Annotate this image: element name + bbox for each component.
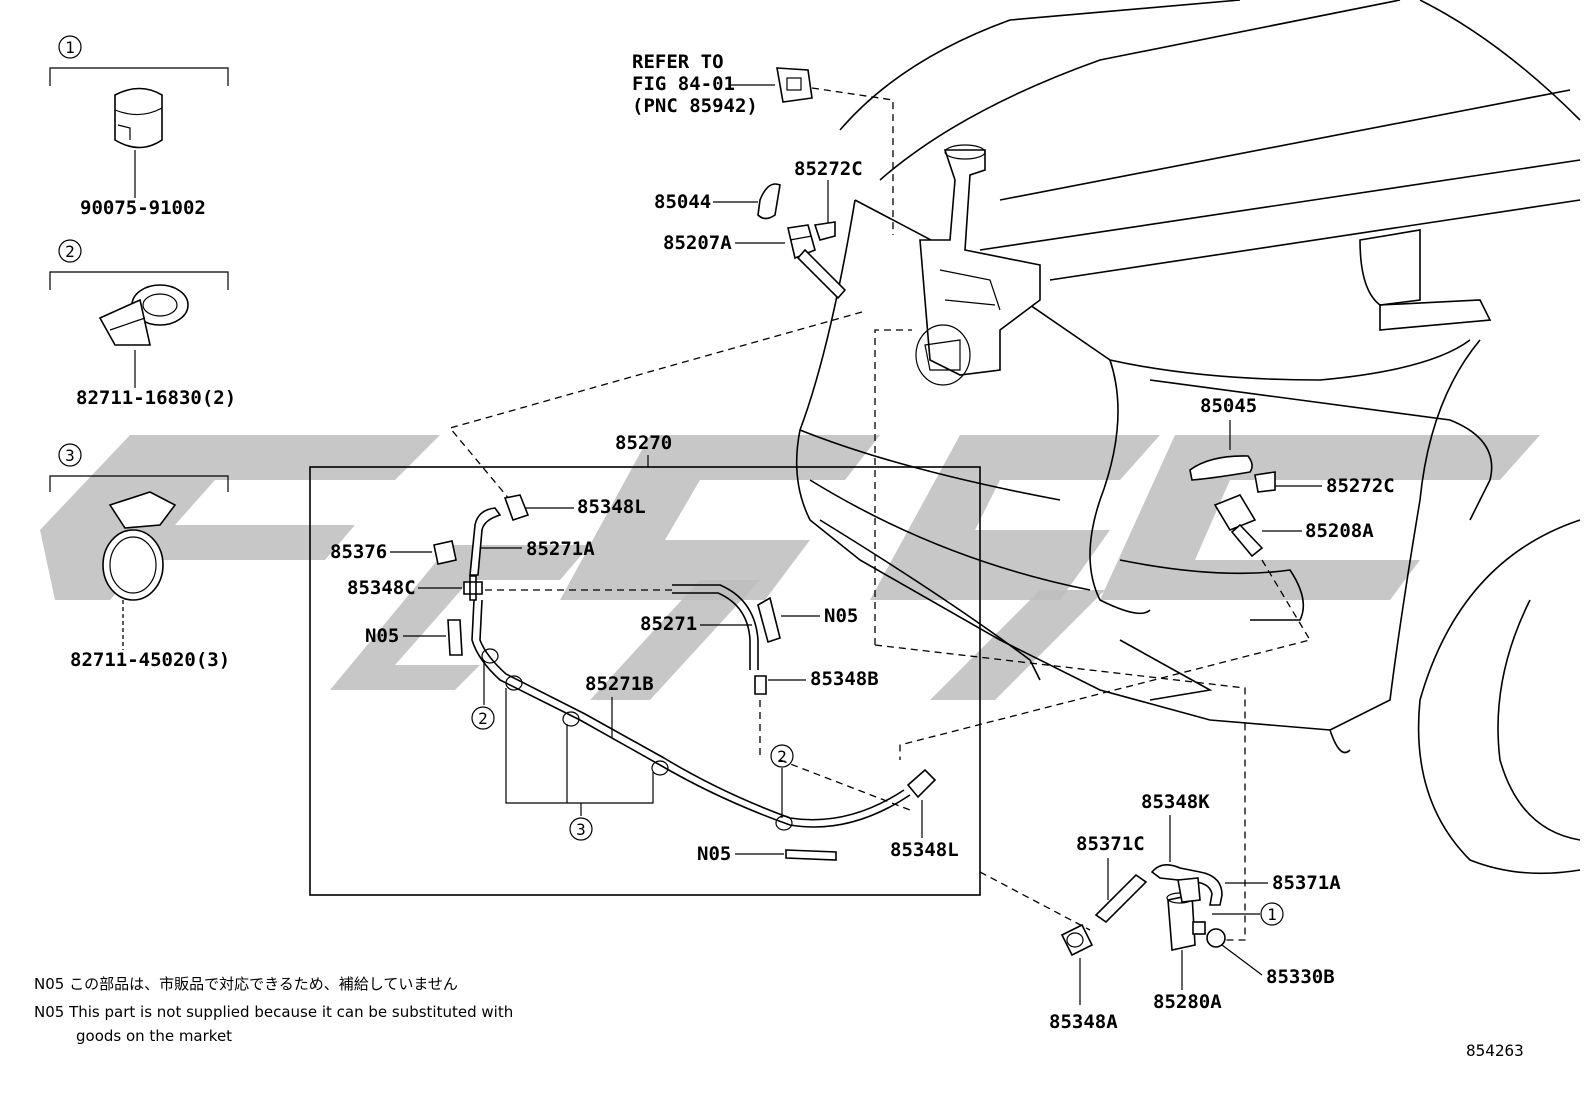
refer-note: REFER TO FIG 84-01 (PNC 85942) (632, 51, 813, 117)
refer-line-1: REFER TO (632, 51, 724, 73)
hose-icon-85271 (672, 584, 759, 670)
upper-nozzle-parts: 85044 85272C 85207A (654, 158, 863, 300)
footnotes: N05 この部品は、市販品で対応できるため、補給していません N05 This … (34, 975, 513, 1045)
joint-icon-85348a (1060, 923, 1094, 957)
label-85348a: 85348A (1049, 1011, 1118, 1033)
hose-icon-n05-bottom (785, 849, 837, 861)
callout-circle-1-right (1260, 902, 1284, 926)
connector-icon (776, 67, 813, 103)
hose-icon-85348k (1150, 864, 1223, 906)
label-85348l-top: 85348L (577, 496, 646, 518)
label-85330b: 85330B (1266, 966, 1335, 988)
figure-id: 854263 (1466, 1041, 1524, 1060)
legend-num-2: 2 (65, 242, 75, 261)
callout-2-mid: 2 (777, 747, 787, 766)
joint-icon-85348l-top (503, 494, 530, 522)
label-85272c-top: 85272C (794, 158, 863, 180)
legend-clamps: 1 90075-91002 2 82711-16830(2) 3 82 (49, 35, 236, 671)
nozzle-icon-85208a (1213, 494, 1264, 558)
callout-circle-2-mid (770, 744, 794, 768)
clip-icon-85272c-right (1254, 471, 1276, 493)
leader-lines (448, 87, 1312, 941)
part-icon-85376 (433, 540, 457, 565)
hose-icon-85371c (1094, 873, 1148, 924)
hose-icon-85271b (471, 599, 911, 828)
label-85348l-bottom: 85348L (890, 839, 959, 861)
callout-circle-3 (569, 817, 593, 841)
hose-icon-85271a (469, 507, 502, 576)
callout-2-left: 2 (478, 709, 488, 728)
label-n05-bottom: N05 (697, 843, 731, 865)
cap-icon-85044 (757, 183, 781, 220)
label-85207a: 85207A (663, 232, 732, 254)
tee-icon-85348c (463, 575, 483, 601)
hose-icon-n05-left (447, 619, 463, 656)
hose-assembly-85270: 85270 85348L 85271A 85376 85348C N05 852… (309, 432, 981, 896)
label-85348k: 85348K (1141, 791, 1210, 813)
callout-circle-3 (58, 443, 82, 467)
hose-icon-n05-right (757, 596, 781, 644)
label-85208a: 85208A (1305, 520, 1374, 542)
callout-circle-2 (58, 239, 82, 263)
callout-3: 3 (576, 820, 586, 839)
label-85280a: 85280A (1153, 991, 1222, 1013)
watermark (40, 435, 1540, 700)
callout-circle-1 (58, 35, 82, 59)
label-85371a: 85371A (1272, 872, 1341, 894)
label-85348b: 85348B (810, 668, 879, 690)
label-n05-right: N05 (824, 605, 858, 627)
label-85271: 85271 (640, 613, 697, 635)
pump-parts: 85348K 85371C 85371A 1 85280A 85330B 853… (1049, 791, 1341, 1033)
label-n05-left: N05 (365, 625, 399, 647)
callout-circle-2-left (471, 706, 495, 730)
label-85271b: 85271B (585, 673, 654, 695)
refer-line-2: FIG 84-01 (632, 73, 735, 95)
label-85045: 85045 (1200, 395, 1257, 417)
refer-line-3: (PNC 85942) (632, 95, 758, 117)
joint-icon-85348l-bottom (906, 768, 937, 799)
note-japanese: N05 この部品は、市販品で対応できるため、補給していません (34, 975, 458, 993)
pump-icon-85280a (1166, 877, 1206, 951)
clamp-icon-2 (98, 284, 189, 346)
right-nozzle-parts: 85045 85272C 85208A (1189, 395, 1395, 558)
clamp-icon-3 (102, 491, 177, 601)
label-85044: 85044 (654, 191, 711, 213)
cap-icon-85045 (1189, 455, 1253, 481)
label-85371c: 85371C (1076, 833, 1145, 855)
washer-tank (915, 144, 1041, 386)
joint-icon-85348b (754, 675, 767, 695)
legend-num-1: 1 (65, 38, 75, 57)
label-85271a: 85271A (526, 538, 595, 560)
label-85272c-right: 85272C (1326, 475, 1395, 497)
label-85376: 85376 (330, 541, 387, 563)
legend-part-2: 82711-16830(2) (76, 387, 236, 409)
grommet-icon-85330b (1206, 928, 1226, 948)
legend-num-3: 3 (65, 446, 75, 465)
note-english-line-1: N05 This part is not supplied because it… (34, 1003, 513, 1021)
clamp-icon-1 (114, 87, 163, 149)
nozzle-icon-85207a (787, 224, 847, 300)
legend-part-1: 90075-91002 (80, 197, 206, 219)
callout-1-right: 1 (1267, 905, 1277, 924)
assembly-box (309, 466, 981, 896)
label-85348c: 85348C (347, 577, 416, 599)
label-85270: 85270 (615, 432, 672, 454)
note-english-line-2: goods on the market (76, 1027, 232, 1045)
legend-part-3: 82711-45020(3) (70, 649, 230, 671)
clip-icon-85272c-top (813, 221, 836, 241)
